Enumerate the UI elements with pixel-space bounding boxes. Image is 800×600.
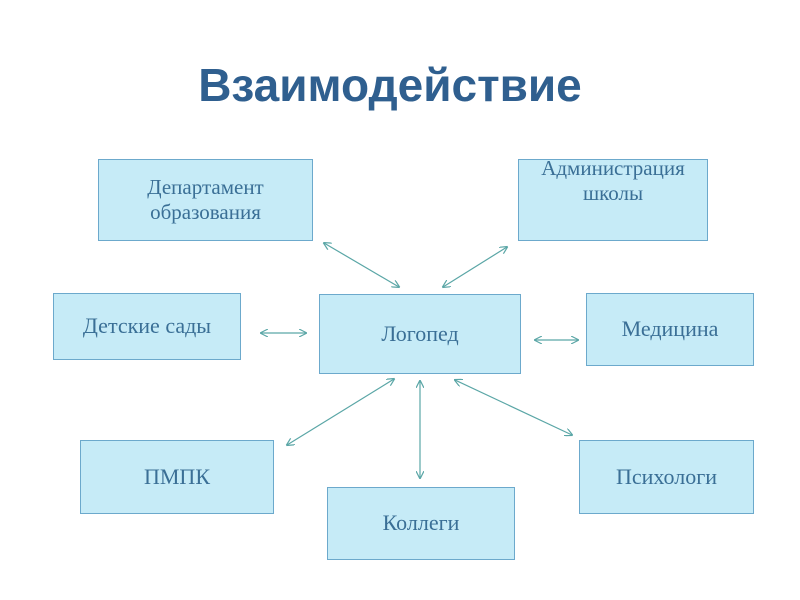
node-administration: Администрация школы [518, 159, 708, 241]
arrow-administration-logoped [443, 247, 507, 287]
node-pmpk-label: ПМПК [143, 463, 210, 489]
arrow-logoped-pmpk [287, 379, 394, 445]
node-department-label: Департамент образования [147, 174, 264, 224]
node-kindergartens-label: Детские сады [82, 313, 212, 339]
node-administration-label: Администрация школы [541, 159, 685, 206]
node-colleagues: Коллеги [327, 487, 515, 560]
slide-title: Взаимодействие [198, 59, 582, 111]
node-department: Департамент образования [98, 159, 313, 241]
arrow-logoped-psychologists [455, 380, 572, 435]
node-psychologists: Психологи [579, 440, 754, 514]
node-medicine: Медицина [586, 293, 754, 366]
node-medicine-label: Медицина [621, 316, 719, 342]
node-speech-therapist-label: Логопед [381, 320, 459, 346]
arrow-department-logoped [324, 243, 399, 287]
node-pmpk: ПМПК [80, 440, 274, 514]
node-psychologists-label: Психологи [615, 463, 718, 489]
node-speech-therapist: Логопед [319, 294, 521, 374]
node-colleagues-label: Коллеги [382, 510, 460, 536]
node-kindergartens: Детские сады [53, 293, 241, 360]
